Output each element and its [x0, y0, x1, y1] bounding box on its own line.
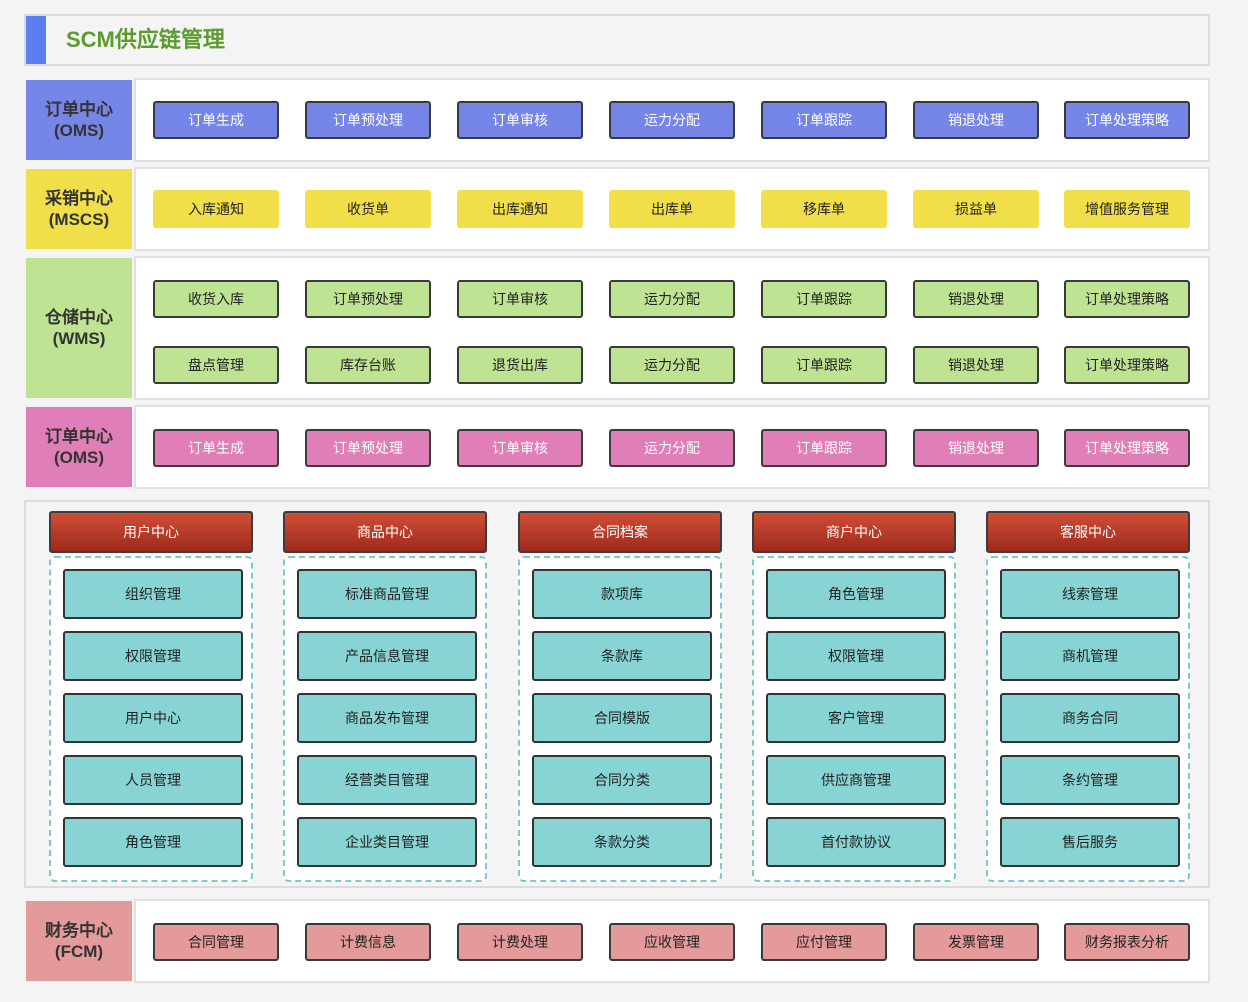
- oms-item-button[interactable]: 订单预处理: [305, 101, 431, 139]
- module-item[interactable]: 售后服务: [1000, 817, 1180, 867]
- wms-item-button[interactable]: 运力分配: [609, 346, 735, 384]
- oms2-item-button[interactable]: 订单审核: [457, 429, 583, 467]
- module-item[interactable]: 首付款协议: [766, 817, 946, 867]
- oms2-label-name: 订单中心: [45, 427, 113, 446]
- wms-item-button[interactable]: 订单审核: [457, 280, 583, 318]
- wms-band-label: 仓储中心 (WMS): [26, 258, 132, 398]
- wms-item-button[interactable]: 收货入库: [153, 280, 279, 318]
- mscs-item-button[interactable]: 入库通知: [153, 190, 279, 228]
- oms-item-button[interactable]: 订单生成: [153, 101, 279, 139]
- module-item[interactable]: 组织管理: [63, 569, 243, 619]
- oms-band-label: 订单中心 (OMS): [26, 80, 132, 160]
- mscs-item-button[interactable]: 增值服务管理: [1064, 190, 1190, 228]
- fcm-item-button[interactable]: 计费处理: [457, 923, 583, 961]
- title-accent-bar: [26, 16, 46, 64]
- wms-item-button[interactable]: 库存台账: [305, 346, 431, 384]
- module-item[interactable]: 权限管理: [766, 631, 946, 681]
- module-item[interactable]: 商务合同: [1000, 693, 1180, 743]
- module-item[interactable]: 人员管理: [63, 755, 243, 805]
- oms-item-button[interactable]: 运力分配: [609, 101, 735, 139]
- module-item[interactable]: 用户中心: [63, 693, 243, 743]
- module-item[interactable]: 条约管理: [1000, 755, 1180, 805]
- fcm-item-button[interactable]: 合同管理: [153, 923, 279, 961]
- module-item[interactable]: 合同模版: [532, 693, 712, 743]
- mscs-item-button[interactable]: 出库通知: [457, 190, 583, 228]
- oms-item-button[interactable]: 销退处理: [913, 101, 1039, 139]
- oms2-item-button[interactable]: 订单生成: [153, 429, 279, 467]
- module-item[interactable]: 款项库: [532, 569, 712, 619]
- fcm-item-button[interactable]: 应收管理: [609, 923, 735, 961]
- wms-item-button[interactable]: 订单跟踪: [761, 346, 887, 384]
- mscs-item-button[interactable]: 收货单: [305, 190, 431, 228]
- wms-item-button[interactable]: 订单跟踪: [761, 280, 887, 318]
- module-item[interactable]: 客户管理: [766, 693, 946, 743]
- module-header[interactable]: 客服中心: [986, 511, 1190, 553]
- fcm-band-label: 财务中心 (FCM): [26, 901, 132, 981]
- oms2-item-button[interactable]: 运力分配: [609, 429, 735, 467]
- module-item[interactable]: 角色管理: [766, 569, 946, 619]
- module-item[interactable]: 产品信息管理: [297, 631, 477, 681]
- module-item[interactable]: 供应商管理: [766, 755, 946, 805]
- fcm-item-button[interactable]: 计费信息: [305, 923, 431, 961]
- mscs-item-button[interactable]: 出库单: [609, 190, 735, 228]
- oms2-label-code: (OMS): [53, 448, 105, 467]
- module-item[interactable]: 条款分类: [532, 817, 712, 867]
- module-item[interactable]: 线索管理: [1000, 569, 1180, 619]
- wms-item-button[interactable]: 退货出库: [457, 346, 583, 384]
- module-item[interactable]: 企业类目管理: [297, 817, 477, 867]
- fcm-label-code: (FCM): [54, 942, 104, 961]
- module-item[interactable]: 权限管理: [63, 631, 243, 681]
- wms-item-button[interactable]: 订单预处理: [305, 280, 431, 318]
- oms-label-name: 订单中心: [45, 100, 113, 119]
- module-item[interactable]: 条款库: [532, 631, 712, 681]
- fcm-label-name: 财务中心: [45, 921, 113, 940]
- title-bar: SCM供应链管理: [24, 14, 1210, 66]
- mscs-band-label: 采销中心 (MSCS): [26, 169, 132, 249]
- module-item[interactable]: 标准商品管理: [297, 569, 477, 619]
- page-title: SCM供应链管理: [66, 27, 225, 52]
- module-header[interactable]: 用户中心: [49, 511, 253, 553]
- fcm-item-button[interactable]: 财务报表分析: [1064, 923, 1190, 961]
- oms2-item-button[interactable]: 订单跟踪: [761, 429, 887, 467]
- wms-item-button[interactable]: 销退处理: [913, 346, 1039, 384]
- oms-item-button[interactable]: 订单跟踪: [761, 101, 887, 139]
- oms2-item-button[interactable]: 订单处理策略: [1064, 429, 1190, 467]
- fcm-item-button[interactable]: 应付管理: [761, 923, 887, 961]
- wms-item-button[interactable]: 盘点管理: [153, 346, 279, 384]
- mscs-label-code: (MSCS): [48, 210, 110, 229]
- mscs-item-button[interactable]: 移库单: [761, 190, 887, 228]
- wms-label-code: (WMS): [52, 329, 106, 348]
- module-header[interactable]: 合同档案: [518, 511, 722, 553]
- mscs-item-button[interactable]: 损益单: [913, 190, 1039, 228]
- wms-item-button[interactable]: 运力分配: [609, 280, 735, 318]
- mscs-label-name: 采销中心: [45, 189, 113, 208]
- module-item[interactable]: 商机管理: [1000, 631, 1180, 681]
- oms-item-button[interactable]: 订单处理策略: [1064, 101, 1190, 139]
- module-header[interactable]: 商品中心: [283, 511, 487, 553]
- module-item[interactable]: 商品发布管理: [297, 693, 477, 743]
- module-item[interactable]: 合同分类: [532, 755, 712, 805]
- module-item[interactable]: 角色管理: [63, 817, 243, 867]
- wms-item-button[interactable]: 订单处理策略: [1064, 280, 1190, 318]
- oms2-item-button[interactable]: 订单预处理: [305, 429, 431, 467]
- oms2-item-button[interactable]: 销退处理: [913, 429, 1039, 467]
- wms-item-button[interactable]: 销退处理: [913, 280, 1039, 318]
- oms-label-code: (OMS): [53, 121, 105, 140]
- wms-item-button[interactable]: 订单处理策略: [1064, 346, 1190, 384]
- oms-item-button[interactable]: 订单审核: [457, 101, 583, 139]
- module-item[interactable]: 经营类目管理: [297, 755, 477, 805]
- module-header[interactable]: 商户中心: [752, 511, 956, 553]
- fcm-item-button[interactable]: 发票管理: [913, 923, 1039, 961]
- wms-label-name: 仓储中心: [45, 308, 113, 327]
- oms2-band-label: 订单中心 (OMS): [26, 407, 132, 487]
